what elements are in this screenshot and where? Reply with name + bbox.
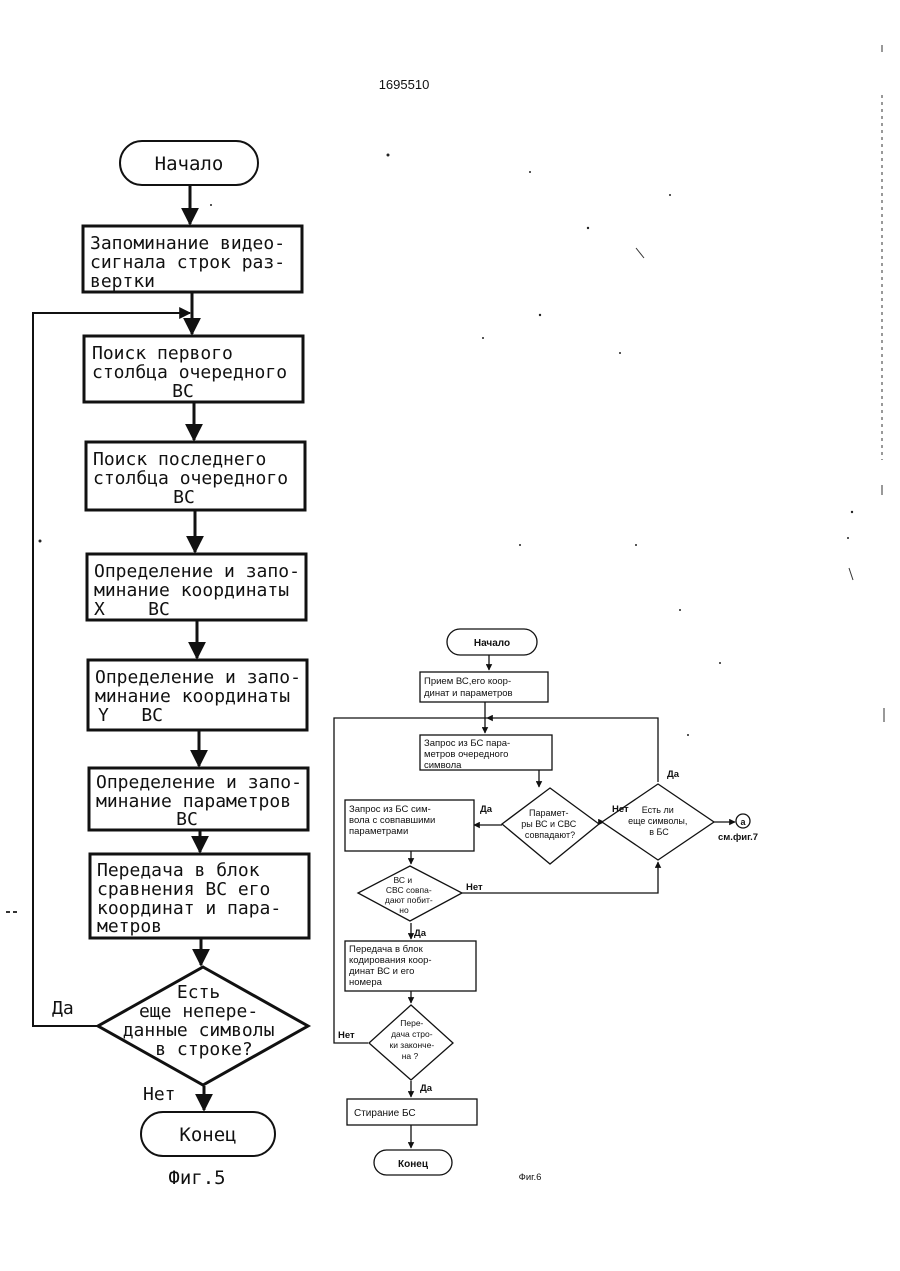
- right-margin-marks: [636, 45, 884, 722]
- fig5-step5-line1: Определение и запо-: [95, 667, 301, 688]
- fig6-bitwise-no-label: Нет: [466, 882, 483, 893]
- fig6-end-label: Конец: [398, 1159, 429, 1170]
- fig5-decision-line2: еще непере-: [139, 1001, 258, 1022]
- fig6-receive-line2: динат и параметров: [424, 688, 513, 699]
- fig6-receive-line1: Прием ВС,его коор-: [424, 676, 511, 687]
- margin-mark: [849, 568, 853, 580]
- fig5-decision-line1: Есть: [177, 982, 220, 1003]
- fig6-step-receive-text: Прием ВС,его коор- динат и параметров: [424, 676, 514, 699]
- page-number: 1695510: [379, 77, 430, 92]
- figure-6-flowchart: Начало Прием ВС,его коор- динат и параме…: [334, 629, 758, 1183]
- fig5-step5-line2: минание координаты: [95, 686, 290, 707]
- fig6-bitwise-line2: СВС совпа-: [386, 885, 432, 895]
- fig6-decision-params-match-text: Парамет- ры ВС и СВС совпадают?: [521, 808, 578, 840]
- fig6-see-fig-label: см.фиг.7: [718, 832, 758, 843]
- speck: [669, 194, 671, 196]
- fig6-params-match-line3: совпадают?: [525, 830, 575, 840]
- fig6-request-params-line1: Запрос из БС пара-: [424, 738, 510, 749]
- fig5-step2-line3: ВС: [172, 381, 194, 402]
- fig6-request-symbol-line1: Запрос из БС сим-: [349, 804, 431, 815]
- speck: [635, 544, 637, 546]
- fig6-more-symbols-line3: в БС: [649, 827, 669, 837]
- fig6-match-yes-label: Да: [480, 804, 493, 815]
- fig5-step4-line1: Определение и запо-: [94, 561, 300, 582]
- speck: [851, 511, 853, 513]
- speck: [539, 314, 541, 316]
- fig5-step1-line3: вертки: [90, 271, 155, 292]
- fig5-step5-line3: Y ВС: [98, 705, 163, 726]
- fig6-request-params-line3: символа: [424, 760, 462, 771]
- speck: [482, 337, 484, 339]
- speck: [587, 227, 589, 229]
- speck: [679, 609, 681, 611]
- fig6-transfer-line1: Передача в блок: [349, 944, 424, 955]
- fig5-step7-line2: сравнения ВС его: [97, 879, 270, 900]
- fig5-no-label: Нет: [143, 1084, 176, 1105]
- fig5-step4-line3: X ВС: [94, 599, 170, 620]
- speck: [210, 204, 212, 206]
- fig6-linedone-no-label: Нет: [338, 1030, 355, 1041]
- fig5-step3-line1: Поиск последнего: [93, 449, 266, 470]
- fig6-transfer-line2: кодирования коор-: [349, 955, 432, 966]
- fig6-bitwise-yes-label: Да: [414, 928, 427, 939]
- margin-mark: [636, 248, 644, 258]
- speck: [529, 171, 531, 173]
- fig6-bitwise-line4: но: [399, 905, 409, 915]
- fig6-more-yes-label: Да: [667, 769, 680, 780]
- speck: [687, 734, 689, 736]
- fig6-more-symbols-line1: Есть ли: [642, 805, 674, 815]
- fig5-end-label: Конец: [179, 1124, 236, 1146]
- fig6-request-symbol-line2: вола с совпавшими: [349, 815, 435, 826]
- fig6-params-match-line1: Парамет-: [529, 808, 569, 818]
- fig6-transfer-line4: номера: [349, 977, 383, 988]
- fig5-step7-line1: Передача в блок: [97, 860, 260, 881]
- fig5-step3-line2: столбца очередного: [93, 468, 288, 489]
- fig6-request-symbol-line3: параметрами: [349, 826, 408, 837]
- fig5-yes-label: Да: [52, 998, 74, 1019]
- fig6-line-done-line2: дача стро-: [391, 1029, 433, 1039]
- fig6-transfer-line3: динат ВС и его: [349, 966, 414, 977]
- speck: [719, 662, 721, 664]
- fig6-match-no-label: Нет: [612, 804, 629, 815]
- speck: [387, 154, 390, 157]
- fig6-more-symbols-line2: еще символы,: [628, 816, 687, 826]
- speck: [847, 537, 849, 539]
- fig6-start-label: Начало: [474, 638, 510, 649]
- fig6-caption: Фиг.6: [519, 1172, 542, 1183]
- speck: [39, 540, 42, 543]
- fig6-erase-label: Стирание БС: [354, 1108, 416, 1119]
- speck: [519, 544, 521, 546]
- fig5-step6-line1: Определение и запо-: [96, 772, 302, 793]
- fig5-step2-line1: Поиск первого: [92, 343, 233, 364]
- figure-5-flowchart: Начало Запоминание видео- сигнала строк …: [33, 141, 313, 1189]
- fig5-step3-line3: ВС: [173, 487, 195, 508]
- speck: [619, 352, 621, 354]
- fig6-params-match-line2: ры ВС и СВС: [521, 819, 576, 829]
- fig6-line-done-line1: Пере-: [400, 1018, 423, 1028]
- fig6-request-params-line2: метров очередного: [424, 749, 508, 760]
- fig5-step1-line2: сигнала строк раз-: [90, 252, 285, 273]
- fig6-bitwise-line1: ВС и: [393, 875, 412, 885]
- fig6-arrow-bitwise-no: [462, 862, 658, 893]
- fig5-caption: Фиг.5: [168, 1167, 225, 1189]
- fig5-step2-line2: столбца очередного: [92, 362, 287, 383]
- fig5-step4-line2: минание координаты: [94, 580, 289, 601]
- fig5-step6-line3: ВС: [176, 809, 198, 830]
- fig5-step1-line1: Запоминание видео-: [90, 233, 285, 254]
- fig6-line-done-line3: ки законче-: [389, 1040, 434, 1050]
- fig5-decision-line3: данные символы: [123, 1020, 275, 1041]
- fig5-decision-line4: в строке?: [155, 1039, 253, 1060]
- fig6-line-done-line4: на ?: [402, 1051, 419, 1061]
- fig6-bitwise-line3: дают побит-: [385, 895, 433, 905]
- fig5-step7-line4: метров: [97, 916, 162, 937]
- fig6-linedone-yes-label: Да: [420, 1083, 433, 1094]
- fig5-start-label: Начало: [155, 153, 224, 175]
